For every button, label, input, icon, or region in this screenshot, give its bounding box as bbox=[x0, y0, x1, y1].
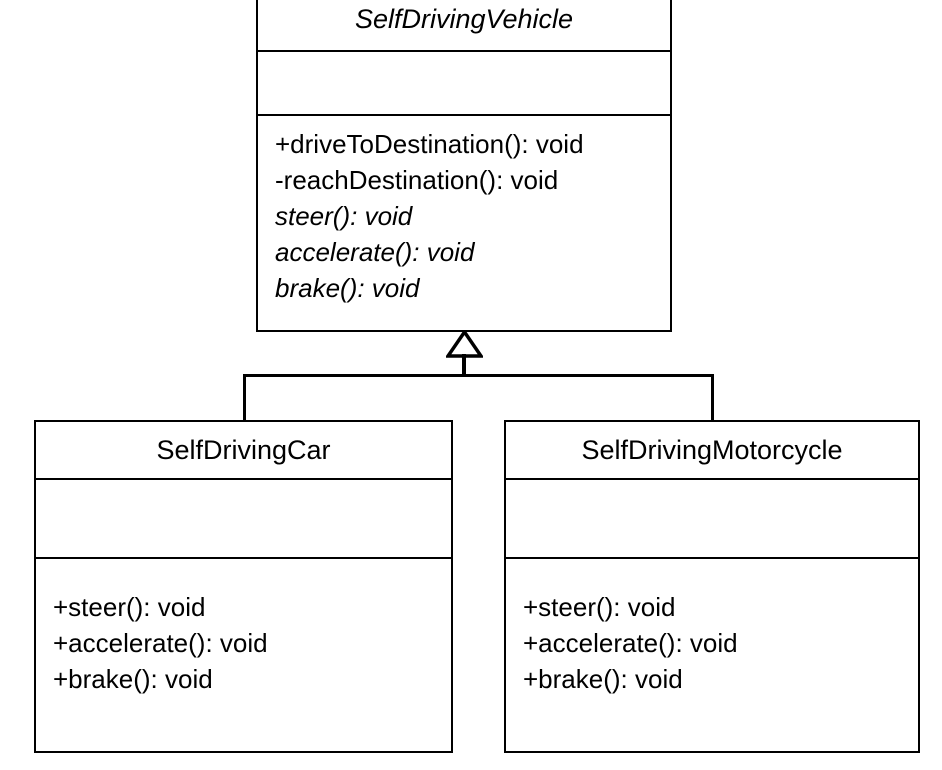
generalization-drop-line-car bbox=[243, 374, 246, 422]
class-name-compartment: SelfDrivingMotorcycle bbox=[506, 422, 918, 480]
class-box-selfdrivingmotorcycle[interactable]: SelfDrivingMotorcycle +steer(): void +ac… bbox=[504, 420, 920, 753]
operation-drivetodestination: +driveToDestination(): void bbox=[275, 129, 584, 159]
attributes-compartment bbox=[506, 480, 918, 559]
generalization-drop-line-motorcycle bbox=[711, 374, 714, 422]
generalization-stub-line bbox=[462, 354, 466, 376]
operations-compartment: +driveToDestination(): void -reachDestin… bbox=[258, 116, 670, 306]
operation-accelerate: +accelerate(): void bbox=[53, 628, 268, 658]
operations-compartment: +steer(): void +accelerate(): void +brak… bbox=[36, 559, 451, 697]
operations-compartment: +steer(): void +accelerate(): void +brak… bbox=[506, 559, 918, 697]
class-name-selfdrivingcar: SelfDrivingCar bbox=[156, 434, 331, 465]
operation-brake-abstract: brake(): void bbox=[275, 273, 420, 303]
attributes-compartment bbox=[258, 52, 670, 116]
operation-steer-abstract: steer(): void bbox=[275, 201, 413, 231]
class-box-selfdrivingvehicle[interactable]: SelfDrivingVehicle +driveToDestination()… bbox=[256, 0, 672, 332]
operation-accelerate-abstract: accelerate(): void bbox=[275, 237, 475, 267]
operation-steer: +steer(): void bbox=[53, 592, 206, 622]
class-name-compartment: SelfDrivingCar bbox=[36, 422, 451, 480]
operation-accelerate: +accelerate(): void bbox=[523, 628, 738, 658]
operation-brake: +brake(): void bbox=[53, 664, 213, 694]
attributes-compartment bbox=[36, 480, 451, 559]
class-name-selfdrivingmotorcycle: SelfDrivingMotorcycle bbox=[581, 434, 843, 465]
class-box-selfdrivingcar[interactable]: SelfDrivingCar +steer(): void +accelerat… bbox=[34, 420, 453, 753]
operation-reachdestination: -reachDestination(): void bbox=[275, 165, 559, 195]
operation-brake: +brake(): void bbox=[523, 664, 683, 694]
operation-steer: +steer(): void bbox=[523, 592, 676, 622]
generalization-bus-line bbox=[243, 374, 714, 377]
class-name-selfdrivingvehicle: SelfDrivingVehicle bbox=[354, 3, 574, 34]
class-name-compartment: SelfDrivingVehicle bbox=[258, 0, 670, 52]
